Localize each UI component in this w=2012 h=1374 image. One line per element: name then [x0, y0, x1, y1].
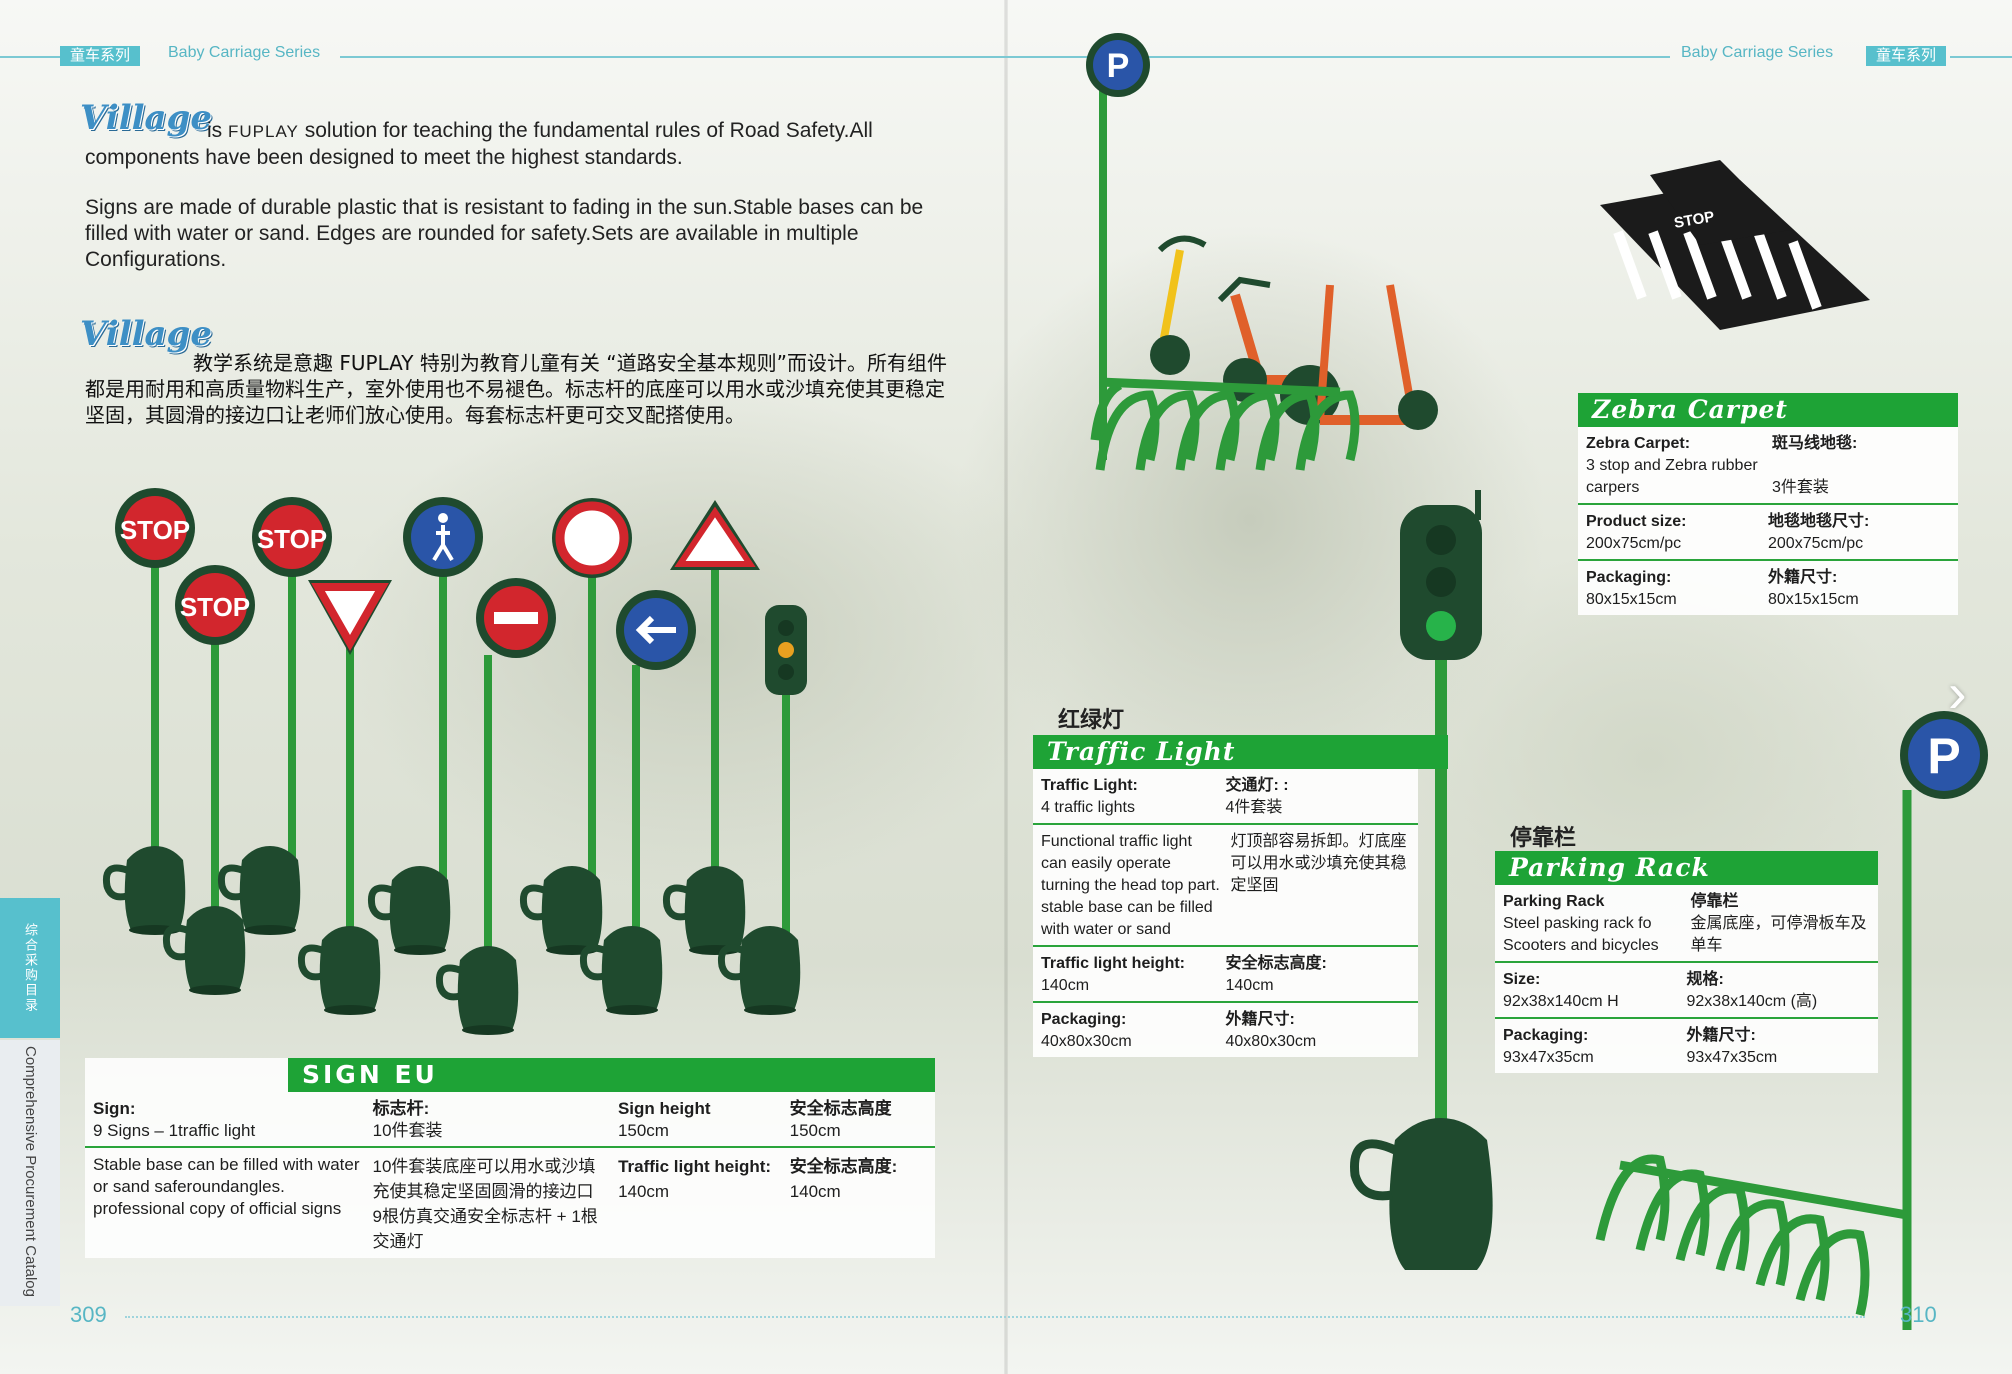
parking-letter-top: P [1107, 47, 1130, 85]
sign-eu-desc-en: Stable base can be filled with water or … [93, 1155, 360, 1218]
stop-text-2: STOP [180, 592, 250, 622]
yield-sign [301, 580, 392, 1015]
parking-row-1: Size:92x38x140cm H 规格:92x38x140cm (高) [1495, 963, 1878, 1019]
page-number-right: 310 [1900, 1302, 1937, 1327]
zebra-carpet-spec: Zebra Carpet Zebra Carpet:3 stop and Zeb… [1578, 393, 1958, 615]
intro-text: solution for teaching the fundamental ru… [85, 119, 873, 169]
zebra-row-0: Zebra Carpet:3 stop and Zebra rubber car… [1578, 427, 1958, 505]
zebra-carpet: STOP [1600, 160, 1870, 330]
pedestrian-sign [371, 497, 483, 955]
traffic-light-cn-title: 红绿灯 [1058, 708, 1125, 733]
header-rule-right-short [1950, 56, 2012, 58]
intro-brand: FUPLAY [228, 122, 299, 141]
stop-sign-1: STOP [106, 488, 195, 935]
zebra-stop-label: STOP [1673, 208, 1716, 232]
traffic-light-title: Traffic Light [1033, 735, 1448, 769]
intro-en-paragraph-1: is FUPLAY solution for teaching the fund… [85, 118, 965, 171]
traffic-light-row-1: Functional traffic light can easily oper… [1033, 825, 1418, 947]
side-tab-en: Comprehensive Procurement Catalog [0, 1040, 60, 1306]
footer-dotted-rule [125, 1316, 1865, 1318]
side-tab-cn: 综合采购目录 [0, 898, 60, 1038]
intro-cn-paragraph: 教学系统是意趣 FUPLAY 特别为教育儿童有关 “道路安全基本规则”而设计。所… [85, 350, 957, 428]
page-fold [1004, 0, 1008, 1374]
no-entry-sign [439, 578, 556, 1035]
page-number-left: 309 [70, 1302, 107, 1327]
header-series-left: Baby Carriage Series [168, 44, 321, 61]
small-traffic-light [721, 605, 807, 1015]
traffic-light-row-3: Packaging:40x80x30cm 外籍尺寸:40x80x30cm [1041, 1011, 1317, 1050]
header-rule-left-short [0, 56, 70, 58]
arrow-sign [583, 590, 696, 1015]
stop-text-3: STOP [257, 524, 327, 554]
next-page-chevron-icon[interactable]: › [1948, 661, 1967, 724]
zebra-carpet-title: Zebra Carpet [1578, 393, 1958, 427]
traffic-light-row-2: Traffic light height:140cm 安全标志高度:140cm [1033, 947, 1418, 1003]
intro-cn-text: 教学系统是意趣 FUPLAY 特别为教育儿童有关 “道路安全基本规则”而设计。所… [85, 351, 947, 427]
bikes-in-rack [1090, 235, 1438, 471]
prohibition-sign [523, 498, 632, 955]
sign-eu-cell-tl-cn: 安全标志高度:140cm [789, 1157, 898, 1201]
village-logo-2: Village [80, 314, 212, 354]
sign-eu-spec: SIGN EU Sign:9 Signs – 1traffic light 标志… [85, 1058, 935, 1258]
header-tab-right: 童车系列 [1866, 46, 1947, 66]
traffic-light-spec: Traffic Light Traffic Light:4 traffic li… [1033, 735, 1448, 1057]
intro-en-paragraph-2: Signs are made of durable plastic that i… [85, 196, 924, 271]
sign-eu-cell-cn: 标志杆:10件套装 [372, 1099, 443, 1140]
sign-eu-row-2: Stable base can be filled with water or … [85, 1148, 935, 1258]
traffic-light-row-0: Traffic Light:4 traffic lights 交通灯: :4件套… [1033, 769, 1418, 825]
sign-eu-cell-tl: Traffic light height:140cm [618, 1157, 772, 1201]
traffic-light-large [1350, 490, 1493, 1270]
zebra-row-1: Product size:200x75cm/pc 地毯地毯尺寸:200x75cm… [1578, 505, 1958, 561]
stop-sign-2: STOP [166, 565, 255, 995]
intro-is: is [207, 119, 223, 142]
stop-text-1: STOP [120, 515, 190, 545]
parking-rack-right: P [1595, 711, 1988, 1330]
parking-rack-title: Parking Rack [1495, 851, 1878, 885]
header-tab-left: 童车系列 [60, 46, 141, 66]
parking-letter-right: P [1927, 728, 1960, 784]
header-series-right: Baby Carriage Series [1681, 44, 1834, 61]
parking-rack-cn-title: 停靠栏 [1510, 826, 1577, 851]
stop-sign-3: STOP [221, 497, 332, 935]
sign-eu-title: SIGN EU [288, 1058, 935, 1092]
sign-eu-row-1: Sign:9 Signs – 1traffic light 标志杆:10件套装 … [85, 1092, 935, 1148]
sign-eu-desc-cn: 10件套装底座可以用水或沙填充使其稳定坚固圆滑的接边口9根仿真交通安全标志杆 +… [372, 1157, 598, 1251]
parking-row-2: Packaging:93x47x35cm 外籍尺寸:93x47x35cm [1503, 1027, 1778, 1066]
children-warning-sign [666, 500, 760, 955]
header-rule [340, 56, 1670, 58]
zebra-row-2: Packaging:80x15x15cm 外籍尺寸:80x15x15cm [1586, 569, 1859, 608]
sign-eu-cell-sign: Sign:9 Signs – 1traffic light [93, 1099, 256, 1140]
village-logo: Village [80, 98, 212, 138]
